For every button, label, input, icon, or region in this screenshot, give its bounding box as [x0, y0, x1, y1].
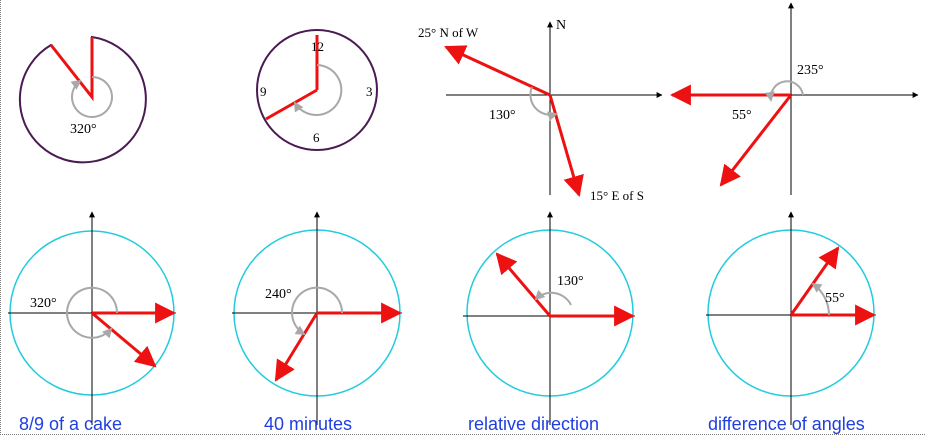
relative-vector2-label: 15° E of S [590, 188, 644, 203]
difference-top-minor-label: 55° [732, 108, 752, 123]
relative-top-angle-arc [529, 86, 558, 122]
cake-outline [18, 35, 147, 164]
clock-number-3: 3 [366, 84, 373, 99]
relative-top-angle-label: 130° [489, 108, 516, 123]
cake-terminal-ray [91, 311, 157, 368]
cake-angle-arc [70, 76, 113, 118]
cake-top-angle-label: 320° [70, 122, 97, 137]
difference-bottom-angle-arc [811, 282, 830, 316]
relative-bottom-angle-label: 130° [557, 274, 584, 289]
clock-top-diagram: 12 3 6 9 [256, 29, 378, 151]
cake-cut-edge [49, 37, 94, 102]
cake-caption: 8/9 of a cake [19, 414, 122, 434]
relative-caption: relative direction [468, 414, 599, 434]
difference-top-angle-arc [764, 80, 804, 102]
clock-terminal-ray [274, 312, 319, 382]
relative-north-label: N [556, 18, 566, 33]
clock-bottom-diagram: 240° [232, 211, 403, 425]
difference-vector-southwest [719, 94, 793, 187]
difference-caption: difference of angles [708, 414, 865, 434]
panel-cake: 320° 320° 8/9 of a cake [8, 35, 177, 434]
clock-bottom-angle-label: 240° [265, 287, 292, 302]
relative-top-diagram: N 25° N of W 15° E of S 130° [418, 18, 663, 203]
difference-bottom-diagram: 55° [706, 211, 877, 425]
clock-bottom-angle-arc [291, 286, 344, 336]
cake-top-diagram: 320° [18, 35, 147, 164]
clock-caption: 40 minutes [264, 414, 352, 434]
relative-vector1-label: 25° N of W [418, 25, 479, 40]
panel-clock: 12 3 6 9 240° 40 minutes [232, 29, 403, 434]
clock-number-9: 9 [260, 84, 267, 99]
clock-minute-end-hand [265, 88, 318, 121]
relative-terminal-ray [495, 252, 552, 317]
relative-bottom-diagram: 130° [463, 211, 636, 425]
relative-vector-nw [444, 45, 551, 97]
difference-bottom-angle-label: 55° [825, 291, 845, 306]
panel-relative: N 25° N of W 15° E of S 130° 130° relati… [418, 18, 663, 434]
relative-vector-se [548, 94, 584, 198]
cake-bottom-diagram: 320° [8, 211, 177, 425]
clock-face [256, 29, 378, 151]
panel-difference: 235° 55° 55° difference of angles [669, 2, 919, 434]
cake-bottom-angle-arc [66, 286, 119, 339]
difference-top-major-label: 235° [797, 63, 824, 78]
clock-angle-arc [293, 64, 343, 116]
cake-bottom-angle-label: 320° [30, 296, 57, 311]
clock-number-6: 6 [313, 130, 320, 145]
relative-bottom-angle-arc [534, 289, 572, 306]
difference-terminal-ray [789, 246, 840, 316]
clock-number-12: 12 [311, 39, 324, 54]
difference-top-diagram: 235° 55° [669, 2, 919, 195]
